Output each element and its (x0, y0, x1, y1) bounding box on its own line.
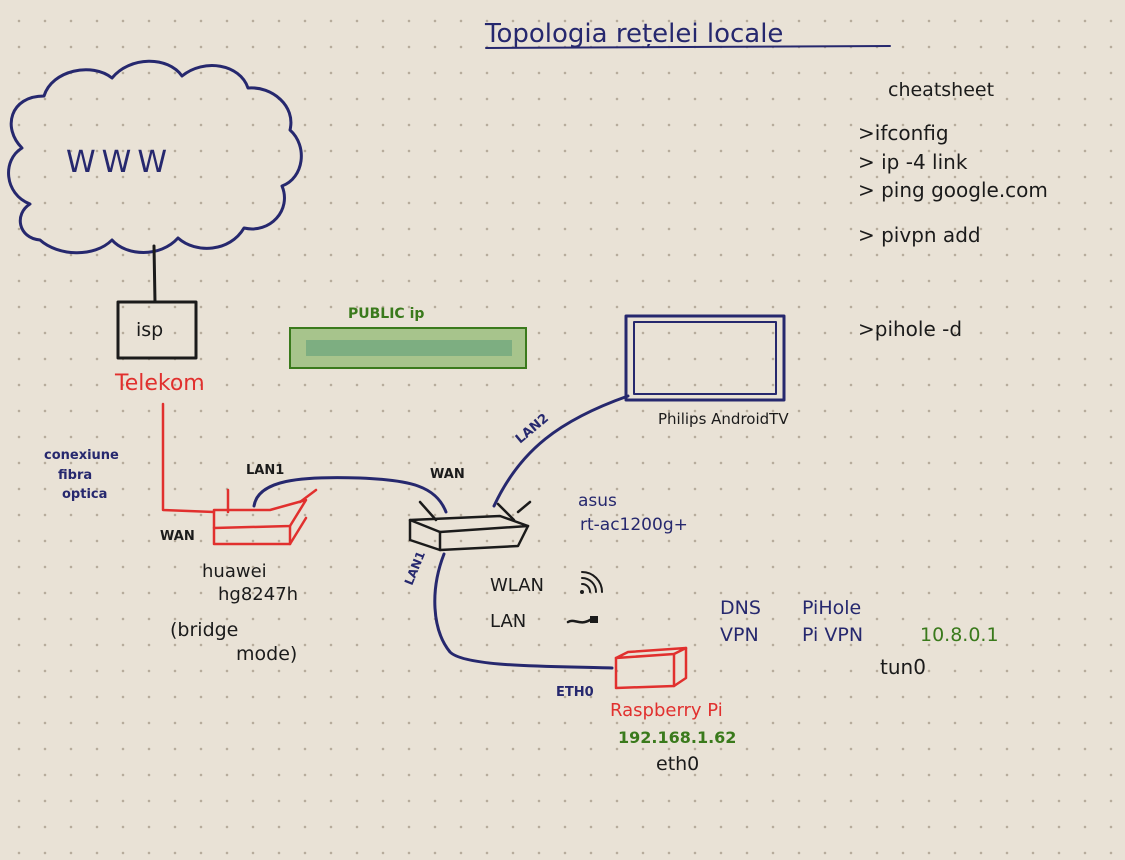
tv-name: Philips AndroidTV (658, 410, 789, 428)
huawei-router (212, 488, 318, 546)
legend-wlan-label: WLAN (490, 575, 544, 596)
diagram-title: Topologia rețelei locale (484, 19, 783, 49)
internet-label: WWW (66, 145, 173, 180)
title-underline (485, 45, 891, 49)
cloud-isp-link (152, 244, 157, 304)
cheatsheet-cmd-ifconfig: >ifconfig (858, 121, 949, 145)
vpn-value: Pi VPN (802, 624, 863, 646)
public-ip-blur (306, 340, 512, 356)
tv-screen (633, 321, 777, 395)
wifi-icon (580, 571, 603, 594)
asus-wan-port: WAN (430, 467, 465, 482)
vpn-iface: tun0 (880, 655, 926, 679)
vpn-ip: 10.8.0.1 (920, 624, 999, 646)
asus-tv-link (492, 394, 630, 508)
cheatsheet-title: cheatsheet (888, 79, 994, 101)
huawei-asus-link (252, 476, 448, 514)
huawei-model: hg8247h (218, 584, 298, 605)
ethernet-icon (566, 616, 598, 624)
asus-lan2-port: LAN2 (513, 411, 552, 447)
internet-cloud (7, 59, 303, 255)
pi-ip: 192.168.1.62 (618, 728, 736, 747)
asus-lan1-port: LAN1 (402, 549, 428, 587)
dns-value: PiHole (802, 597, 861, 619)
pi-iface: eth0 (656, 753, 699, 775)
fiber-label: conexiune fibra optica (44, 448, 123, 502)
huawei-mode: (bridge mode) (170, 619, 297, 665)
asus-router (408, 500, 532, 552)
isp-box-label: isp (136, 319, 163, 341)
pi-port: ETH0 (556, 685, 594, 700)
vpn-label: VPN (720, 624, 759, 646)
asus-model: rt-ac1200g+ (580, 515, 688, 535)
raspberry-pi-box (614, 646, 688, 690)
huawei-name: huawei (202, 561, 267, 582)
pi-name: Raspberry Pi (610, 700, 723, 721)
fiber-link (161, 402, 216, 514)
asus-pi-link (433, 552, 614, 670)
legend-lan-label: LAN (490, 611, 526, 632)
isp-box (116, 300, 198, 360)
tv-outer (624, 314, 786, 402)
cheatsheet-cmd-ip-link: > ip -4 link (858, 150, 968, 174)
cheatsheet-cmd-ping: > ping google.com (858, 178, 1048, 202)
huawei-wan-port: WAN (160, 529, 195, 544)
isp-name: Telekom (114, 371, 205, 396)
asus-name: asus (578, 491, 617, 511)
public-ip-label: PUBLIC ip (348, 306, 424, 322)
cheatsheet-cmd-pihole: >pihole -d (858, 317, 962, 341)
dns-label: DNS (720, 597, 761, 619)
huawei-lan1-port: LAN1 (246, 463, 284, 478)
cheatsheet-cmd-pivpn: > pivpn add (858, 223, 981, 247)
